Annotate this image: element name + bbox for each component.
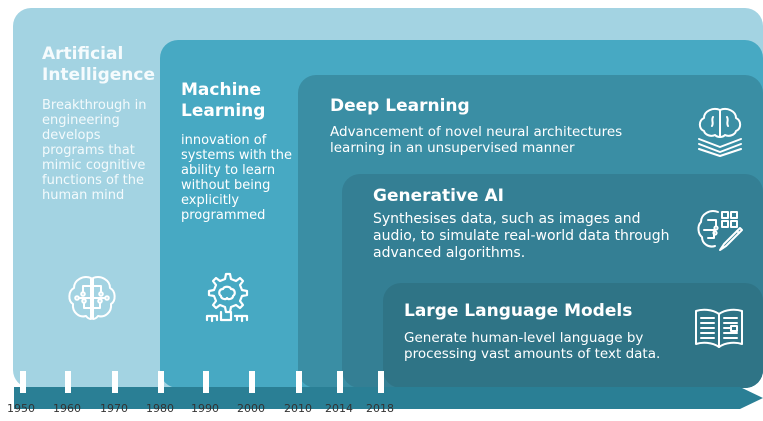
year-label: 2000 (237, 402, 265, 415)
llm-title: Large Language Models (404, 301, 633, 321)
year-label: 2014 (325, 402, 353, 415)
year-label: 1960 (53, 402, 81, 415)
layered-brain-icon (698, 108, 742, 157)
dl-title: Deep Learning (330, 96, 470, 116)
year-label: 2018 (366, 402, 394, 415)
year-label: 1970 (100, 402, 128, 415)
timeline-tick (249, 371, 255, 393)
timeline-tick (158, 371, 164, 393)
gen-description: Synthesises data, such as images and aud… (373, 211, 670, 261)
timeline-tick (337, 371, 343, 393)
timeline-tick (112, 371, 118, 393)
timeline-tick (296, 371, 302, 393)
dl-description: Advancement of novel neural architecture… (330, 124, 623, 156)
panel-large-language-models (383, 283, 763, 388)
brain-circuit-icon (68, 276, 116, 320)
timeline-tick (378, 371, 384, 393)
gen-title: Generative AI (373, 186, 504, 206)
timeline-tick (65, 371, 71, 393)
timeline-tick (20, 371, 26, 393)
ml-title: Machine Learning (181, 80, 266, 121)
gear-brain-icon (205, 272, 249, 323)
year-label: 2010 (284, 402, 312, 415)
ml-description: innovation of systems with the ability t… (181, 133, 292, 223)
ai-title: Artificial Intelligence (42, 44, 155, 85)
year-label: 1990 (191, 402, 219, 415)
ai-description: Breakthrough in engineering develops pro… (42, 98, 147, 203)
timeline-tick (203, 371, 209, 393)
open-book-icon (695, 308, 743, 348)
circuit-pencil-icon (697, 210, 743, 251)
year-label: 1980 (146, 402, 174, 415)
llm-description: Generate human-level language by process… (404, 330, 661, 362)
timeline-bar (14, 387, 763, 409)
year-label: 1950 (7, 402, 35, 415)
